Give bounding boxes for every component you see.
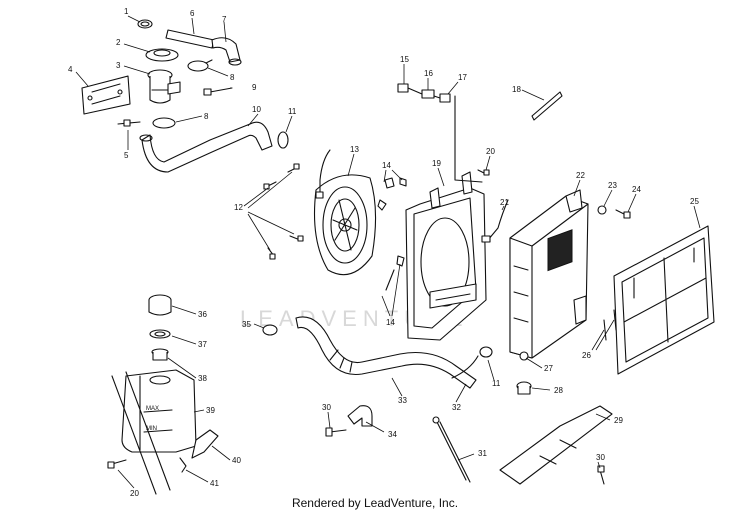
hose-40 bbox=[191, 429, 219, 459]
frame-tube bbox=[111, 371, 171, 495]
bracket-4 bbox=[81, 75, 131, 115]
callout-17: 17 bbox=[458, 73, 467, 82]
bolt-20-lower bbox=[107, 459, 127, 469]
callout-2: 2 bbox=[116, 38, 121, 47]
hose-10 bbox=[139, 121, 273, 173]
bolt-20-upper bbox=[477, 169, 490, 176]
callout-14-upper: 14 bbox=[382, 161, 391, 170]
callout-25: 25 bbox=[690, 197, 699, 206]
callout-18: 18 bbox=[512, 85, 521, 94]
callout-26: 26 bbox=[582, 351, 591, 360]
bolt-24 bbox=[615, 209, 631, 219]
bolt-23 bbox=[597, 205, 607, 215]
callout-40: 40 bbox=[232, 456, 241, 465]
callout-30-right: 30 bbox=[596, 453, 605, 462]
callout-29: 29 bbox=[614, 416, 623, 425]
clips-14 bbox=[377, 177, 407, 291]
clamp-11-upper bbox=[277, 131, 289, 149]
tank-max-mark: MAX bbox=[146, 406, 159, 412]
callout-28: 28 bbox=[554, 386, 563, 395]
callout-13: 13 bbox=[350, 145, 359, 154]
tank-cap-36 bbox=[148, 294, 172, 316]
callout-10: 10 bbox=[252, 105, 261, 114]
callout-27: 27 bbox=[544, 364, 553, 373]
dipstick-31 bbox=[432, 416, 471, 483]
radiator-22 bbox=[509, 189, 589, 359]
callout-9: 9 bbox=[252, 83, 257, 92]
hose-32 bbox=[451, 355, 479, 379]
callout-33: 33 bbox=[398, 396, 407, 405]
hose-7-elbow bbox=[211, 37, 242, 66]
clip-41 bbox=[179, 457, 187, 473]
bolt-9 bbox=[203, 87, 233, 96]
callout-15: 15 bbox=[400, 55, 409, 64]
callout-22: 22 bbox=[576, 171, 585, 180]
filler-neck-3 bbox=[147, 69, 181, 104]
callout-31: 31 bbox=[478, 449, 487, 458]
callout-37: 37 bbox=[198, 340, 207, 349]
fan-13 bbox=[314, 149, 377, 276]
callout-8-upper: 8 bbox=[230, 73, 235, 82]
screen-25 bbox=[613, 225, 715, 375]
clamp-11-lower bbox=[479, 346, 493, 358]
leader-lines bbox=[75, 15, 701, 489]
callout-38: 38 bbox=[198, 374, 207, 383]
bolt-30-right bbox=[597, 465, 605, 485]
callout-1: 1 bbox=[124, 7, 129, 16]
clamp-35 bbox=[262, 324, 278, 336]
clamp-8-lower bbox=[152, 117, 176, 129]
shroud-19 bbox=[405, 171, 487, 341]
hose-6 bbox=[165, 29, 215, 49]
clips-26 bbox=[603, 309, 617, 341]
callout-34: 34 bbox=[388, 430, 397, 439]
clamp-1 bbox=[137, 19, 153, 29]
clamp-8-upper bbox=[187, 59, 213, 72]
callout-19: 19 bbox=[432, 159, 441, 168]
callout-5: 5 bbox=[124, 151, 129, 160]
callout-4: 4 bbox=[68, 65, 73, 74]
callout-20-upper: 20 bbox=[486, 147, 495, 156]
fitting-28 bbox=[516, 381, 532, 395]
bolts-12 bbox=[263, 163, 304, 260]
callout-20-lower: 20 bbox=[130, 489, 139, 498]
tank-39: MAX MIN bbox=[121, 369, 197, 453]
callout-11-upper: 11 bbox=[288, 107, 297, 116]
callout-41: 41 bbox=[210, 479, 219, 488]
callout-6: 6 bbox=[190, 9, 195, 18]
sensor-15-16-17 bbox=[397, 83, 483, 183]
neck-38 bbox=[151, 348, 169, 361]
seal-37 bbox=[149, 329, 171, 339]
callout-12: 12 bbox=[234, 203, 243, 212]
callout-3: 3 bbox=[116, 61, 121, 70]
callout-11-lower: 11 bbox=[492, 379, 501, 388]
callout-8-lower: 8 bbox=[204, 112, 209, 121]
callout-36: 36 bbox=[198, 310, 207, 319]
callout-30-left: 30 bbox=[322, 403, 331, 412]
render-credit: Rendered by LeadVenture, Inc. bbox=[291, 496, 459, 510]
bracket-29 bbox=[499, 405, 613, 485]
callout-7: 7 bbox=[222, 15, 227, 24]
callout-32: 32 bbox=[452, 403, 461, 412]
callout-35: 35 bbox=[242, 320, 251, 329]
callout-24: 24 bbox=[632, 185, 641, 194]
callout-23: 23 bbox=[608, 181, 617, 190]
callout-21: 21 bbox=[500, 198, 509, 207]
tank-min-mark: MIN bbox=[146, 426, 157, 432]
hose-33 bbox=[295, 316, 477, 389]
clamp-34 bbox=[347, 405, 373, 427]
callout-39: 39 bbox=[206, 406, 215, 415]
callout-16: 16 bbox=[424, 69, 433, 78]
radiator-cap-2 bbox=[145, 48, 179, 62]
sensor-wire-21 bbox=[481, 199, 509, 243]
bracket-18 bbox=[531, 91, 563, 121]
bolt-5 bbox=[117, 119, 141, 127]
callout-14-lower: 14 bbox=[386, 318, 395, 327]
bolt-30-left bbox=[325, 427, 347, 437]
callout-numbers: 1 2 3 4 5 6 7 8 8 9 10 11 11 12 13 14 14… bbox=[68, 7, 699, 498]
